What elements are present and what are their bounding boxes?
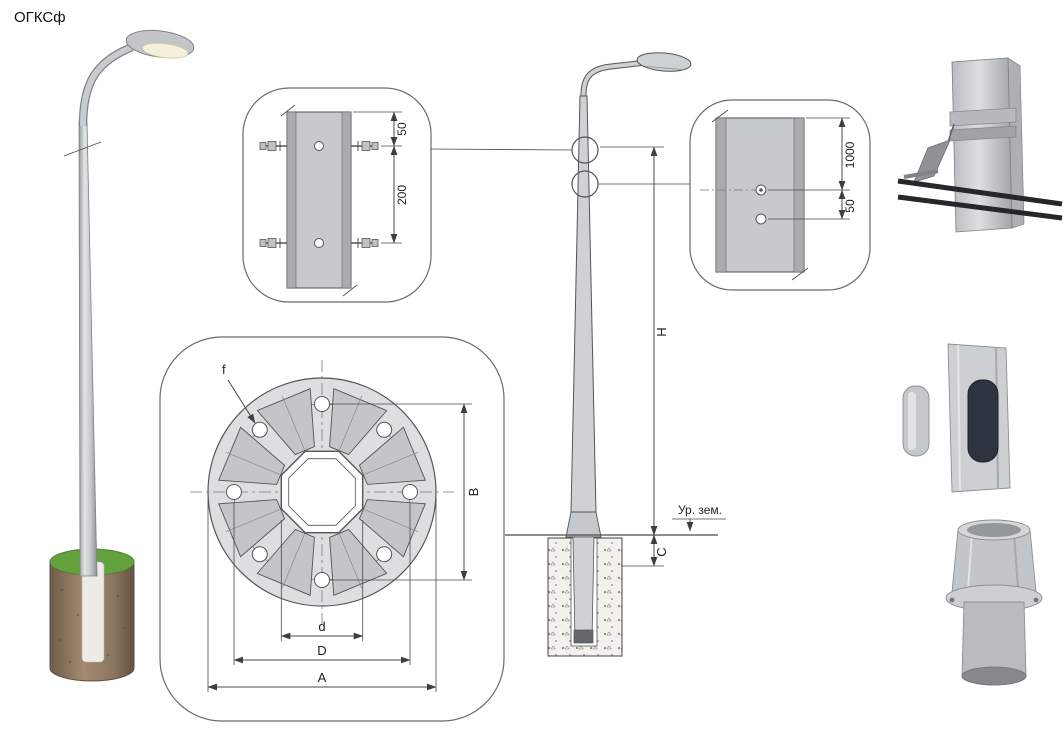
hatch-3d-render (902, 343, 1011, 493)
ground-level-label: Ур. зем. (678, 503, 722, 517)
dim-1000-label: 1000 (843, 141, 857, 168)
flange-detail-view: f B d D A (159, 336, 505, 722)
detail-right-mounting: 1000 50 (689, 99, 871, 291)
elev-arm (581, 61, 642, 98)
bolt-row-upper (259, 141, 379, 151)
tube-bottom (961, 666, 1027, 686)
lower-hole (755, 213, 767, 225)
pole-elevation: Ур. зем. H C (505, 52, 726, 657)
dim-d-label: d (318, 619, 325, 634)
band-edge-left (715, 117, 727, 273)
bolt-row-lower (259, 238, 379, 248)
plate-edge-left (286, 111, 297, 289)
elev-luminaire (636, 52, 692, 72)
break-mark (280, 104, 296, 117)
octagon-outer (280, 450, 364, 534)
pole-3d-render (49, 29, 195, 682)
dim-B-label: B (466, 488, 481, 497)
cover-highlight (908, 392, 916, 450)
cable-grip (903, 169, 939, 179)
break-mark (791, 267, 809, 281)
facet-line (957, 344, 961, 491)
pocket-plug (573, 629, 594, 644)
dim-f-label: f (222, 362, 226, 377)
base-insert-3d-render (945, 519, 1043, 686)
break-mark (711, 109, 729, 123)
pole-pocket (81, 561, 105, 663)
elev-base-flare (565, 511, 602, 538)
cup-opening (967, 523, 1021, 537)
dim-200-label: 200 (395, 185, 409, 205)
soil-speckles (58, 570, 128, 664)
page-title: ОГКСф (14, 9, 66, 26)
flange-holes (226, 396, 418, 588)
pole-shaft-3d (78, 121, 98, 577)
luminaire-3d (125, 29, 195, 59)
callout-balloon-2 (571, 170, 599, 198)
pole-section-plate (286, 111, 352, 289)
dim-50-right-label: 50 (843, 199, 857, 213)
dim-50-top-label: 50 (395, 122, 409, 136)
callout-leader-left (430, 148, 573, 151)
break-mark (342, 284, 358, 297)
octagon-inner (288, 458, 356, 526)
callout-balloon-1 (571, 136, 599, 164)
cable-lower (897, 194, 1063, 221)
dim-H-label: H (654, 327, 669, 336)
hand-hole-opening (967, 379, 999, 463)
band-edge-right (793, 117, 805, 273)
earth-bolt-dot (759, 188, 763, 192)
facet-line (1013, 531, 1019, 591)
break-mark (63, 141, 102, 157)
bracket-3d-render (897, 57, 1063, 233)
dim-A-label: A (318, 670, 327, 685)
dim-C-label: C (654, 547, 669, 556)
embedded-shaft (572, 536, 595, 641)
arm-3d (80, 44, 134, 127)
plate-edge-right (341, 111, 352, 289)
facet-line (967, 531, 973, 591)
cable-upper (897, 178, 1063, 207)
f-leader (227, 379, 256, 424)
dim-D-label: D (317, 643, 326, 658)
clamp-wire (947, 123, 955, 143)
detail-top-mounting: 50 200 (242, 87, 432, 303)
clamp-band-upper (949, 107, 1017, 127)
